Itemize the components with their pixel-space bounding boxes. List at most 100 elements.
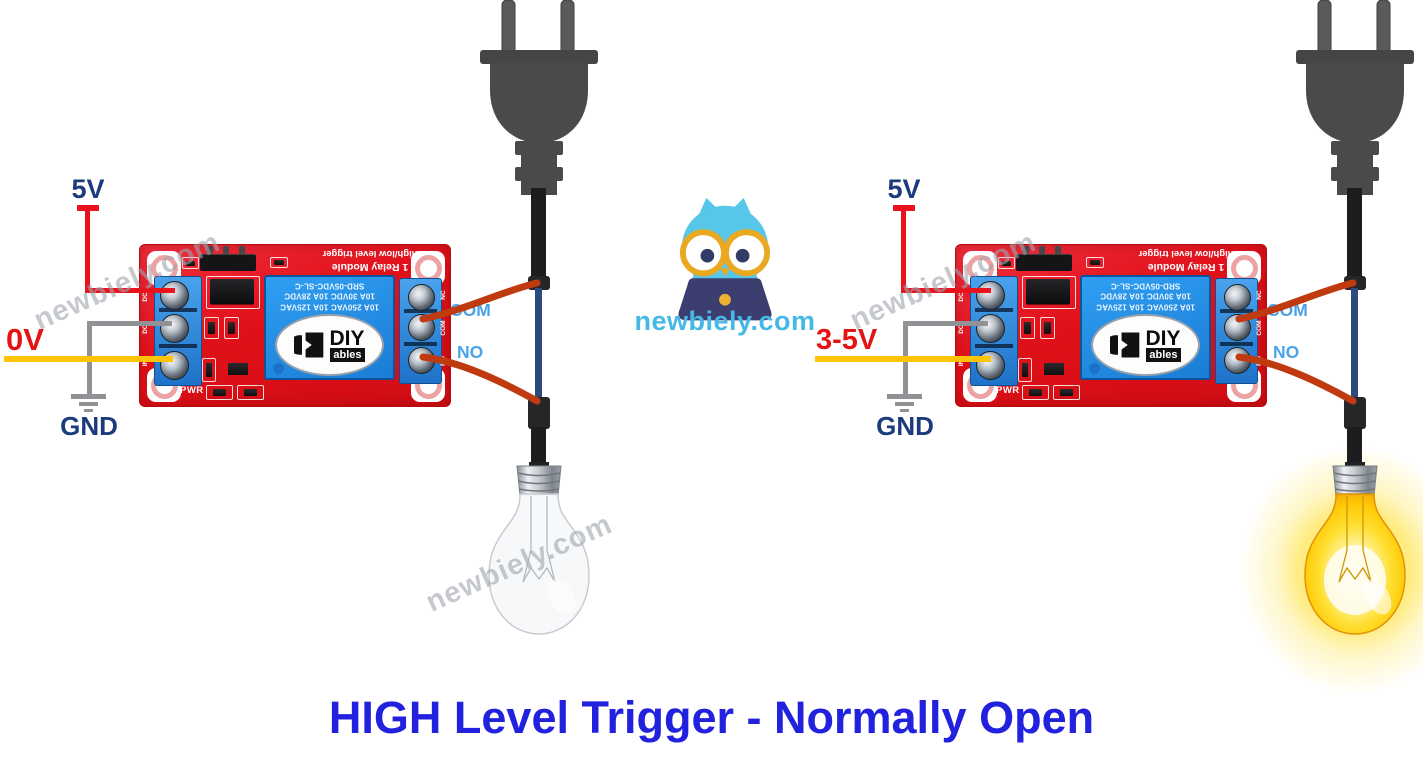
screw-terminal-dc-plus xyxy=(976,281,1005,310)
power-cord-lower xyxy=(531,427,546,470)
left-supply-label: 5V xyxy=(71,174,105,204)
smd-chip xyxy=(1022,363,1028,377)
trigger-select-jumper xyxy=(200,254,256,271)
smd-chip xyxy=(1024,322,1031,334)
left-5v-wire-vertical xyxy=(85,209,90,291)
jumper-pin xyxy=(223,246,229,259)
laptop-logo-dot xyxy=(719,293,731,306)
screw-terminal-dc-plus xyxy=(160,281,189,310)
smd-component xyxy=(182,257,199,269)
smd-component xyxy=(1018,358,1032,382)
owl-eye-right xyxy=(735,248,750,263)
bulb-base-ribs xyxy=(1333,472,1377,492)
pwr-led xyxy=(213,389,226,396)
right-no-label: NO xyxy=(1273,342,1300,362)
trigger-select-jumper xyxy=(1016,254,1072,271)
smd-component xyxy=(224,317,239,339)
plug-body xyxy=(490,63,588,143)
smd-component xyxy=(202,358,216,382)
right-signal-wire xyxy=(815,356,991,362)
diyables-logo: DIY ables xyxy=(1091,314,1200,376)
bulb-filament xyxy=(522,496,556,583)
plug-rib xyxy=(1337,155,1373,167)
left-ground-symbol xyxy=(79,402,98,406)
smd-chip xyxy=(228,322,235,334)
relay: 10A 250VAC 10A 125VAC 10A 30VDC 10A 28VD… xyxy=(1080,275,1211,380)
terminal-separator xyxy=(1220,342,1253,346)
plug-rib xyxy=(1331,141,1379,155)
smd-chip xyxy=(1044,322,1051,334)
plug-body xyxy=(1306,63,1404,143)
power-cord-upper xyxy=(1347,188,1362,284)
cord-splice-bottom xyxy=(1344,397,1366,429)
bulb-filament xyxy=(1338,496,1372,583)
diagram-title: HIGH Level Trigger - Normally Open xyxy=(328,692,1095,743)
smd-component xyxy=(1020,317,1035,339)
cord-inner-wire xyxy=(1351,288,1358,400)
left-5v-wire-horizontal xyxy=(85,288,175,293)
left-ground-label: GND xyxy=(60,411,118,441)
jumper-pin xyxy=(207,246,213,259)
terminal-separator xyxy=(404,342,437,346)
left-signal-wire xyxy=(4,356,173,362)
pwr-label: PWR xyxy=(996,385,1020,396)
right-gnd-wire-horizontal xyxy=(903,321,988,326)
plug-rib xyxy=(1331,167,1379,181)
terminal-block-right xyxy=(1215,278,1258,384)
left-gnd-wire-horizontal xyxy=(87,321,172,326)
diyables-logo-mark xyxy=(1110,332,1140,358)
plug-flange xyxy=(1296,50,1414,64)
diyables-logo-text: DIY ables xyxy=(1145,328,1181,362)
plug-rib xyxy=(515,167,563,181)
right-5v-wire-horizontal xyxy=(901,288,991,293)
optocoupler-outline xyxy=(206,276,260,309)
cord-inner-wire xyxy=(535,288,542,400)
relay-pcb: DC+ DC- IN 10A 250VAC 10A 125VAC 10A 30V… xyxy=(139,244,451,407)
diyables-logo-bottom: ables xyxy=(330,347,365,362)
right-5v-tbar xyxy=(893,205,915,211)
smd-component xyxy=(1040,317,1055,339)
jumper-pin xyxy=(239,246,245,259)
left-5v-tbar xyxy=(77,205,99,211)
left-no-label: NO xyxy=(457,342,484,362)
bulb-highlight xyxy=(546,579,576,615)
left-input-label: 0V xyxy=(6,322,44,357)
terminal-separator xyxy=(975,344,1013,348)
smd-component xyxy=(1086,257,1104,268)
smd-component xyxy=(204,317,219,339)
smd-chip xyxy=(1002,260,1011,266)
pwr-led-outline xyxy=(1022,385,1049,400)
power-cord-lower xyxy=(1347,427,1362,470)
relay: 10A 250VAC 10A 125VAC 10A 30VDC 10A 28VD… xyxy=(264,275,395,380)
left-com-wire xyxy=(419,279,541,323)
smd-chip xyxy=(274,260,284,265)
smd-chip xyxy=(208,322,215,334)
diyables-logo-top: DIY xyxy=(329,326,365,350)
relay-corner-dot xyxy=(273,363,284,374)
optocoupler-outline xyxy=(1022,276,1076,309)
plug-rib xyxy=(521,155,557,167)
screw-terminal-nc xyxy=(408,284,435,311)
terminal-separator xyxy=(1220,309,1253,313)
resistor-outline xyxy=(1053,385,1080,400)
smd-chip xyxy=(1090,260,1100,265)
right-lamp-assembly xyxy=(1240,0,1423,695)
pwr-led-outline xyxy=(206,385,233,400)
cord-splice-bottom xyxy=(528,397,550,429)
terminal-block-left xyxy=(154,276,202,386)
smd-chip xyxy=(206,363,212,377)
transistor xyxy=(1044,363,1064,375)
right-ground-symbol xyxy=(895,402,914,406)
light-bulb xyxy=(488,462,590,635)
right-ground-symbol xyxy=(887,394,922,399)
right-com-wire xyxy=(1235,279,1357,323)
right-input-label: 3-5V xyxy=(816,324,878,356)
resistor xyxy=(244,389,257,396)
brand-name: newbiely.com xyxy=(634,306,816,336)
terminal-separator xyxy=(404,309,437,313)
diyables-logo-bottom: ables xyxy=(1146,347,1181,362)
relay-corner-dot xyxy=(1089,363,1100,374)
terminal-separator xyxy=(159,344,197,348)
jumper-pin xyxy=(1023,246,1029,259)
